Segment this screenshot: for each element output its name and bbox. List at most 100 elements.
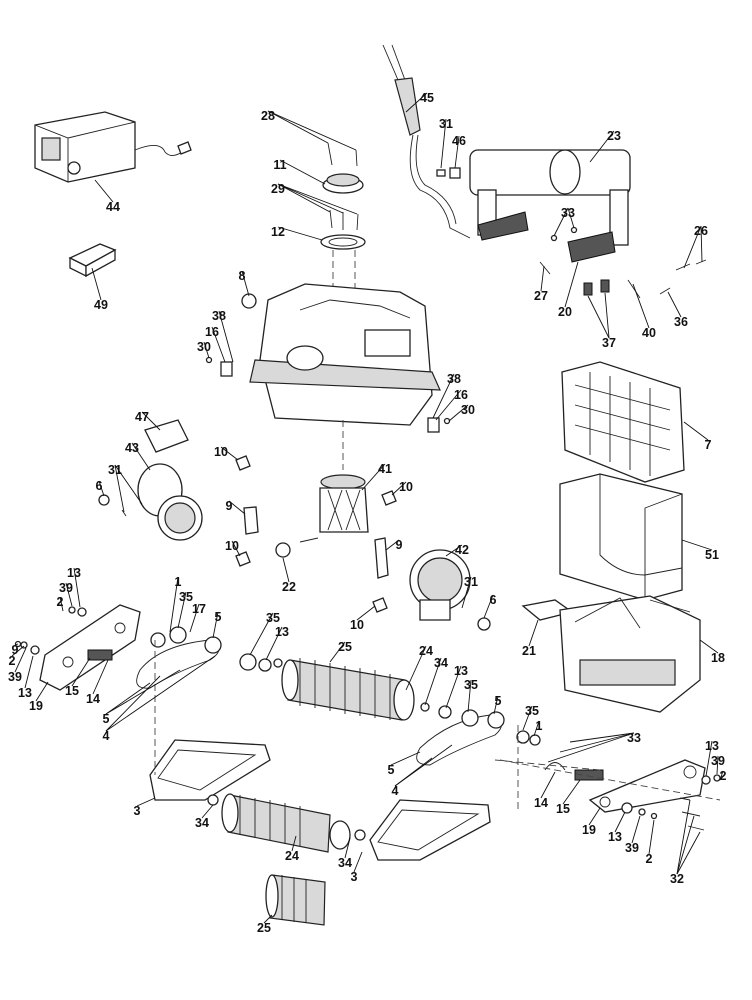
leader-line	[569, 732, 635, 743]
part-callout-38: 38	[447, 372, 461, 386]
leader-line	[105, 669, 181, 715]
part-callout-4: 4	[103, 729, 110, 743]
leader-line	[405, 645, 427, 691]
part-callout-16: 16	[205, 325, 219, 339]
leader-line	[91, 267, 102, 301]
part-callout-5: 5	[388, 763, 395, 777]
leader-line	[547, 732, 635, 763]
leader-line	[631, 815, 641, 844]
part-callout-1: 1	[536, 719, 543, 733]
leader-line	[105, 655, 216, 732]
part-callout-4: 4	[392, 784, 399, 798]
leader-line	[528, 619, 539, 647]
part-callout-13: 13	[67, 566, 81, 580]
leader-line	[105, 675, 161, 732]
leader-line	[114, 464, 125, 513]
part-callout-35: 35	[266, 611, 280, 625]
leader-line	[73, 567, 81, 608]
part-callout-3: 3	[351, 870, 358, 884]
right-side-plate-drawing	[544, 759, 721, 831]
part-callout-24: 24	[419, 644, 433, 658]
leader-line	[435, 389, 462, 421]
part-callout-47: 47	[135, 410, 149, 424]
part-callout-6: 6	[490, 593, 497, 607]
leader-line	[59, 596, 64, 612]
leader-line	[329, 641, 346, 663]
main-body-drawing	[241, 283, 441, 470]
part-callout-21: 21	[522, 644, 536, 658]
leader-line	[559, 732, 635, 753]
part-callout-13: 13	[275, 625, 289, 639]
leader-line	[588, 807, 601, 826]
part-callout-31: 31	[439, 117, 453, 131]
part-callout-28: 28	[261, 109, 275, 123]
leader-lines	[11, 92, 724, 924]
part-callout-18: 18	[711, 651, 725, 665]
part-callout-39: 39	[8, 670, 22, 684]
leader-line	[405, 92, 428, 113]
part-callout-20: 20	[558, 305, 572, 319]
part-callout-45: 45	[420, 91, 434, 105]
leader-line	[98, 480, 105, 497]
leader-line	[24, 655, 34, 689]
part-callout-1: 1	[175, 575, 182, 589]
leader-line	[394, 744, 453, 787]
leader-line	[105, 682, 151, 715]
leader-line	[169, 576, 179, 633]
part-callout-7: 7	[705, 438, 712, 452]
leader-line	[177, 591, 187, 629]
part-callout-13: 13	[18, 686, 32, 700]
leader-line	[587, 295, 610, 339]
leader-line	[65, 582, 73, 607]
leader-line	[681, 539, 713, 551]
part-callout-39: 39	[625, 841, 639, 855]
leader-line	[189, 603, 200, 633]
leader-line	[604, 292, 610, 339]
part-callout-35: 35	[464, 678, 478, 692]
part-callout-11: 11	[273, 158, 286, 172]
part-callout-37: 37	[602, 336, 616, 350]
filter-basket-drawing	[561, 361, 685, 483]
part-callout-26: 26	[694, 224, 708, 238]
leader-line	[228, 500, 246, 515]
handle-hardware-drawing	[539, 259, 707, 299]
leader-line	[231, 540, 241, 557]
part-callout-33: 33	[627, 731, 641, 745]
part-callout-5: 5	[495, 694, 502, 708]
part-callout-2: 2	[646, 852, 653, 866]
leader-line	[14, 647, 27, 673]
part-callout-51: 51	[705, 548, 719, 562]
part-callout-46: 46	[452, 134, 466, 148]
part-callout-2: 2	[57, 595, 64, 609]
leader-line	[92, 659, 109, 695]
part-callout-44: 44	[106, 200, 120, 214]
leader-line	[218, 310, 234, 363]
leader-line	[361, 463, 386, 491]
part-callout-41: 41	[378, 462, 392, 476]
part-callout-15: 15	[556, 802, 570, 816]
leader-line	[136, 797, 156, 807]
part-callout-24: 24	[285, 849, 299, 863]
leader-line	[553, 207, 569, 237]
brush-roller-drawing	[221, 658, 415, 926]
part-callout-10: 10	[225, 539, 239, 553]
leader-line	[454, 135, 460, 169]
part-callout-39: 39	[59, 581, 73, 595]
leader-line	[201, 804, 214, 819]
leader-line	[277, 183, 331, 213]
left-pump-drawing	[98, 419, 203, 541]
leader-line	[700, 225, 703, 263]
hose-fittings-drawing	[235, 455, 397, 613]
leader-line	[141, 411, 161, 431]
leader-line	[432, 373, 455, 419]
part-callout-16: 16	[454, 388, 468, 402]
leader-line	[614, 811, 626, 833]
filter-frame-drawing	[559, 473, 683, 601]
leader-line	[212, 611, 219, 639]
leader-line	[277, 226, 323, 241]
leader-line	[356, 605, 376, 621]
leader-line	[445, 665, 462, 709]
leader-line	[291, 835, 297, 852]
leader-line	[448, 404, 469, 422]
leader-line	[716, 755, 719, 775]
